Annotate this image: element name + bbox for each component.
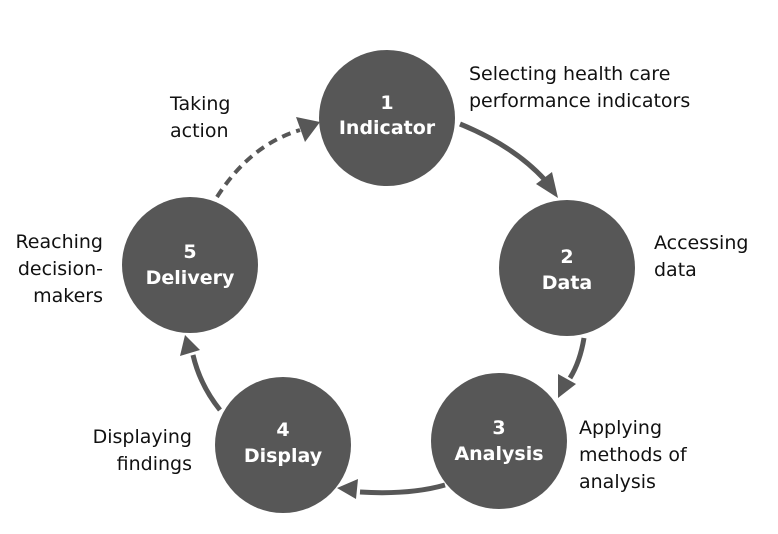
node-number: 4 — [276, 419, 289, 441]
arrow-head-icon — [296, 117, 320, 142]
caption-line: Taking — [169, 93, 231, 115]
caption-line: Selecting health care — [469, 63, 670, 85]
node-number: 3 — [492, 417, 505, 439]
node-title: Indicator — [339, 117, 436, 139]
edge-data-to-analysis — [558, 337, 587, 398]
caption-line: makers — [33, 285, 103, 307]
caption-line: Applying — [579, 417, 662, 439]
caption-line: action — [170, 120, 228, 142]
caption-line: methods of — [579, 444, 688, 466]
edge-line — [359, 482, 446, 496]
arrow-head-icon — [337, 479, 358, 499]
caption-line: decision- — [18, 258, 103, 280]
edge-line — [567, 337, 587, 380]
node-title: Display — [244, 445, 323, 467]
node-number: 1 — [380, 92, 393, 114]
caption-taking-action: Taking action — [169, 93, 231, 142]
caption-data: Accessing data — [654, 232, 748, 281]
node-analysis: 3 Analysis — [431, 373, 567, 509]
caption-indicator: Selecting health care performance indica… — [469, 63, 690, 112]
caption-delivery: Reaching decision- makers — [15, 231, 103, 307]
node-title: Analysis — [454, 443, 543, 465]
caption-line: Reaching — [15, 231, 103, 253]
caption-line: Accessing — [654, 232, 748, 254]
arrow-head-icon — [558, 374, 576, 398]
edge-line — [459, 121, 547, 182]
caption-analysis: Applying methods of analysis — [579, 417, 688, 493]
node-indicator: 1 Indicator — [319, 50, 455, 186]
caption-display: Displaying findings — [93, 426, 192, 475]
caption-line: analysis — [579, 471, 656, 493]
edge-analysis-to-display — [337, 479, 446, 499]
caption-line: findings — [117, 453, 192, 475]
node-circle — [319, 50, 455, 186]
edge-line-dashed — [215, 128, 301, 199]
node-title: Delivery — [146, 267, 235, 289]
edges — [180, 117, 587, 499]
node-title: Data — [542, 272, 593, 294]
node-display: 4 Display — [215, 377, 351, 513]
edge-line — [190, 354, 222, 412]
edge-display-to-delivery — [180, 335, 222, 412]
caption-line: Displaying — [93, 426, 192, 448]
node-circle — [122, 197, 258, 333]
node-number: 2 — [560, 246, 573, 268]
node-circle — [499, 200, 635, 336]
node-number: 5 — [183, 241, 196, 263]
arrow-head-icon — [536, 172, 558, 198]
node-delivery: 5 Delivery — [122, 197, 258, 333]
caption-line: performance indicators — [469, 90, 690, 112]
arrow-head-icon — [180, 335, 200, 356]
node-circle — [215, 377, 351, 513]
edge-delivery-to-indicator — [215, 117, 320, 199]
node-circle — [431, 373, 567, 509]
caption-line: data — [654, 259, 697, 281]
node-data: 2 Data — [499, 200, 635, 336]
edge-indicator-to-data — [459, 121, 558, 198]
